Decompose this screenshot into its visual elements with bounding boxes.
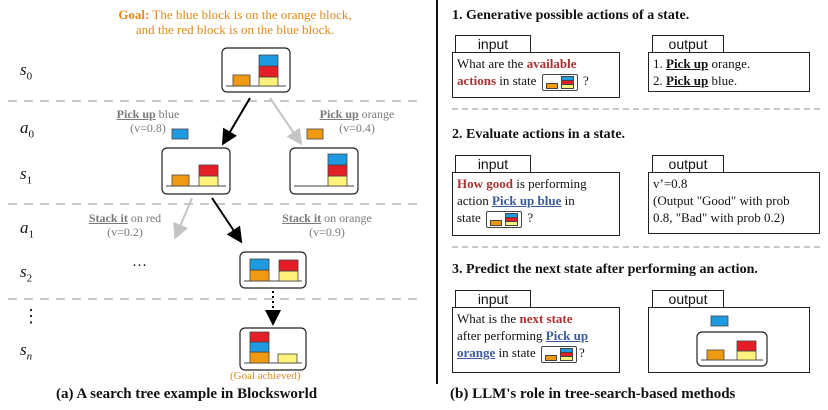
edge-stack-on-red [173, 197, 193, 240]
state-s0 [221, 47, 291, 93]
caption-left: (a) A search tree example in Blocksworld [56, 386, 318, 402]
section-1-input-box: What are the available actions in state … [452, 52, 620, 98]
input-tab: input [455, 155, 531, 172]
state-sn-goal [239, 327, 307, 371]
section-2-title: 2. Evaluate actions in a state. [452, 127, 626, 142]
block-orange [232, 74, 251, 87]
level-label-s2: s2 [20, 262, 33, 285]
held-block-orange [306, 128, 324, 140]
edge-pickup-orange [269, 97, 303, 146]
state-s1-right [289, 147, 359, 195]
section-3-output-box [648, 307, 810, 373]
caption-right: (b) LLM's role in tree-search-based meth… [450, 386, 736, 402]
edge-stack-on-orange [211, 197, 243, 244]
action-label-stack-red: Stack it on red(v=0.2) [88, 211, 162, 239]
action-label-stack-orange: Stack it on orange(v=0.9) [282, 211, 372, 239]
section-2-output-box: v’=0.8 (Output "Good" with prob 0.8, "Ba… [648, 172, 820, 234]
predicted-state-figure [696, 315, 768, 367]
mini-state-s1 [540, 345, 577, 363]
section-1-output-box: 1. Pick up orange. 2. Pick up blue. [648, 52, 810, 92]
block-yellow [258, 76, 279, 87]
goal-line2: and the red block is on the blue block. [135, 21, 335, 37]
block-red [258, 65, 279, 78]
horizontal-ellipsis: ··· [132, 258, 147, 274]
output-tab: output [652, 290, 724, 307]
goal-label: Goal: [118, 7, 150, 22]
level-label-a0: a0 [20, 118, 34, 141]
goal-statement: Goal: The blue block is on the orange bl… [118, 7, 352, 38]
section-2-input-box: How good is performing action Pick up bl… [452, 172, 620, 236]
level-label-sn: sn [20, 340, 33, 363]
level-label-a1: a1 [20, 218, 34, 241]
goal-achieved-label: (Goal achieved) [230, 370, 301, 382]
input-tab: input [455, 35, 531, 52]
search-tree [8, 47, 420, 371]
panel-separator [436, 0, 438, 384]
section-3-input-box: What is the next state after performing … [452, 307, 620, 373]
goal-line1: The blue block is on the orange block, [149, 7, 352, 22]
level-label-s1: s1 [20, 164, 33, 187]
mini-state-s0 [486, 210, 523, 228]
state-s1-left [161, 147, 231, 195]
level-label-s0: s0 [20, 60, 33, 83]
edge-pickup-blue [221, 97, 251, 146]
held-block-blue [710, 315, 729, 327]
section-3-title: 3. Predict the next state after performi… [452, 262, 758, 277]
state-s2 [239, 251, 307, 289]
output-tab: output [652, 35, 724, 52]
held-block-blue [171, 128, 189, 140]
section-1-title: 1. Generative possible actions of a stat… [452, 8, 690, 23]
output-tab: output [652, 155, 724, 172]
section-divider [452, 108, 820, 110]
input-tab: input [455, 290, 531, 307]
action-label-pickup-blue: Pick up blue(v=0.8) [116, 107, 180, 135]
mini-state-s0 [541, 73, 578, 91]
action-label-pickup-orange: Pick up orange(v=0.4) [319, 107, 395, 135]
predicted-state [696, 331, 768, 367]
section-divider [452, 246, 820, 248]
vertical-ellipsis: ⋮ [22, 306, 40, 326]
block-blue [258, 54, 279, 67]
